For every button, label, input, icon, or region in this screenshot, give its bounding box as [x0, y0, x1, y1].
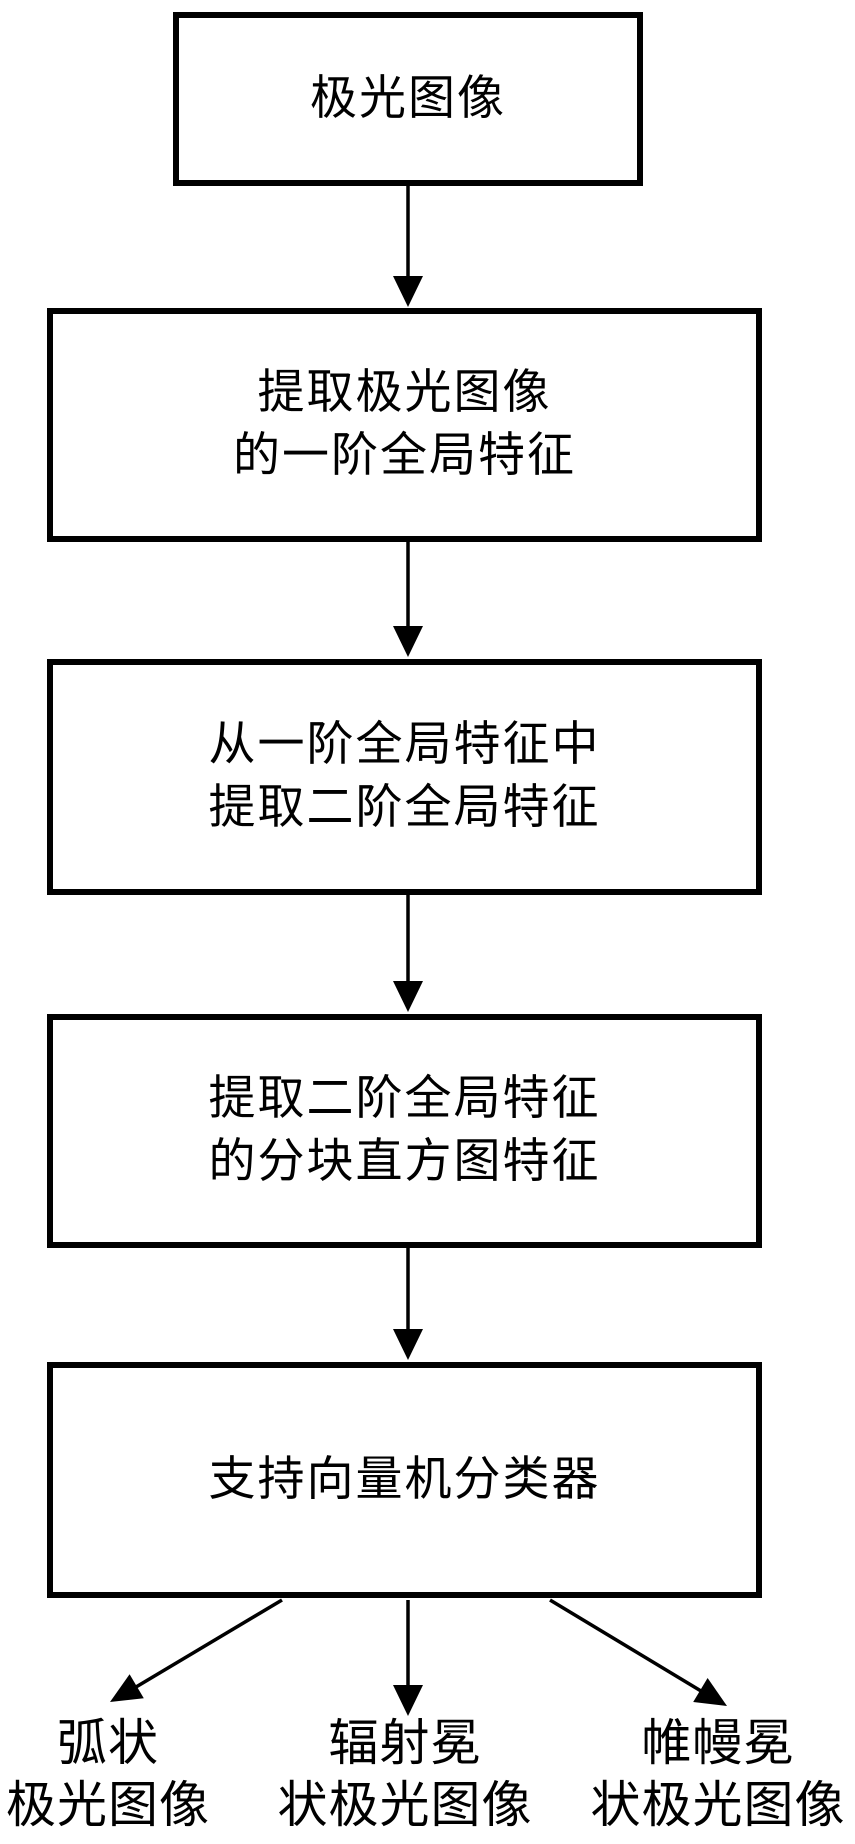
- output-label-radial-corona-aurora: 辐射冕 状极光图像: [277, 1715, 533, 1833]
- arrow-svm-to-drapery-corona: [549, 1598, 727, 1706]
- arrow-svm-to-radial-corona: [393, 1600, 423, 1716]
- flow-box-svm-classifier: 支持向量机分类器: [47, 1362, 762, 1598]
- flow-box-aurora-image: 极光图像: [173, 12, 643, 186]
- output-label-arc-aurora: 弧状 极光图像: [6, 1715, 210, 1833]
- arrow-box4-to-box5: [393, 1248, 423, 1360]
- arrow-svm-to-arc: [110, 1598, 283, 1702]
- arrow-box3-to-box4: [393, 895, 423, 1012]
- flow-box-first-order-features: 提取极光图像 的一阶全局特征: [47, 308, 762, 542]
- flow-box-block-histogram-features: 提取二阶全局特征 的分块直方图特征: [47, 1014, 762, 1248]
- arrow-box1-to-box2: [393, 186, 423, 307]
- arrow-box2-to-box3: [393, 542, 423, 657]
- output-label-drapery-corona-aurora: 帷幔冕 状极光图像: [590, 1715, 846, 1833]
- flow-box-second-order-features: 从一阶全局特征中 提取二阶全局特征: [47, 659, 762, 895]
